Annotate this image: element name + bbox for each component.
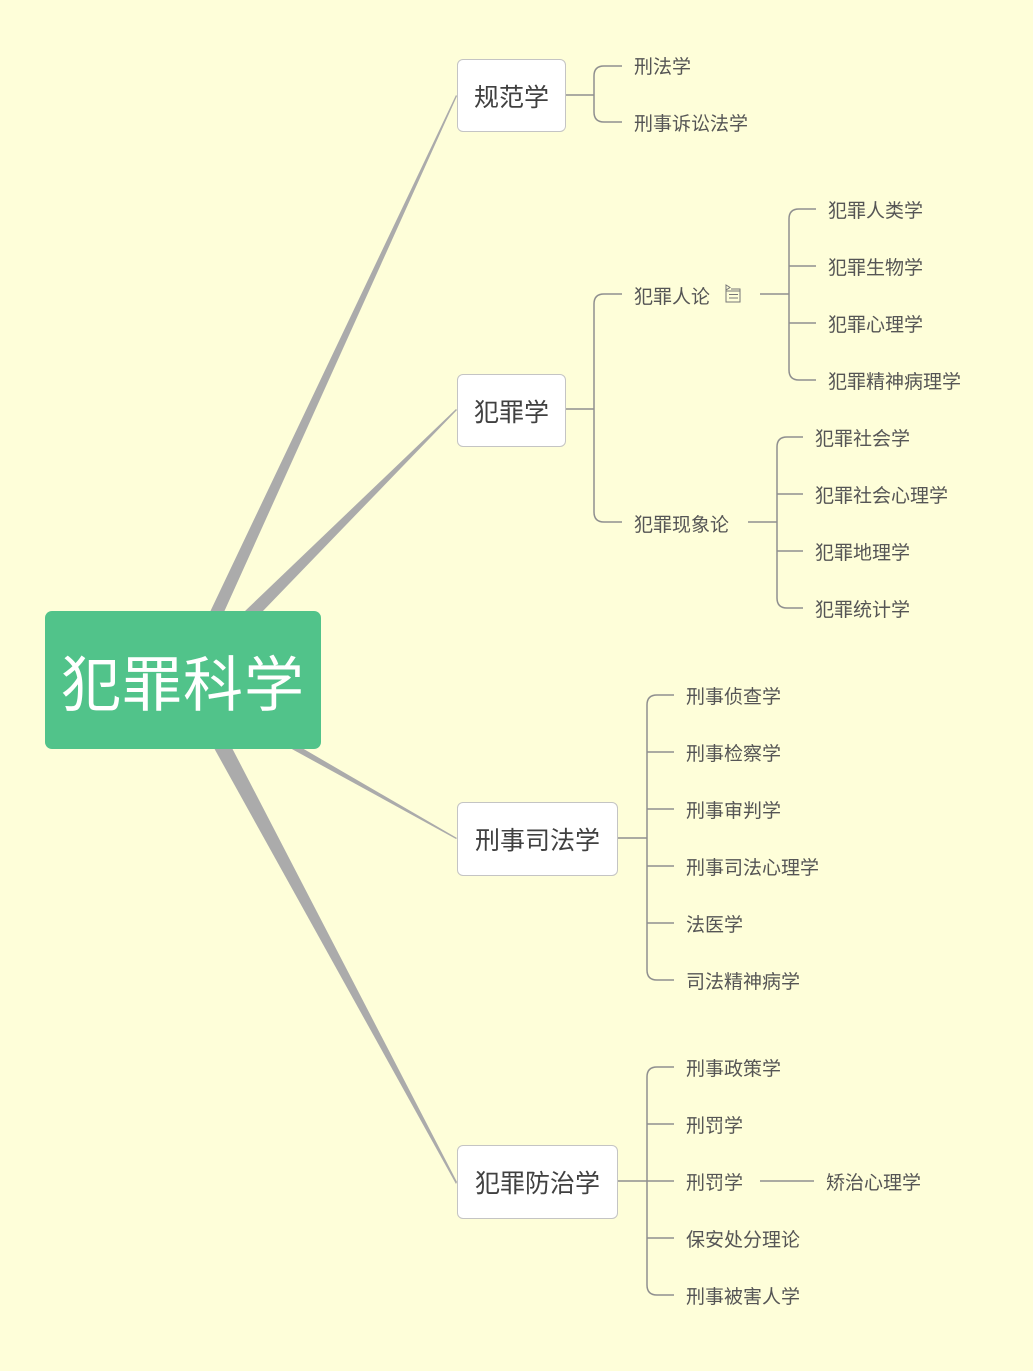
topic-node-criminal-theory[interactable]: 犯罪人论: [634, 286, 711, 308]
topic-node[interactable]: 矫治心理学: [826, 1172, 922, 1194]
branch-node-normative[interactable]: 规范学: [457, 59, 566, 132]
topic-node[interactable]: 犯罪人类学: [828, 200, 924, 222]
topic-node[interactable]: 犯罪精神病理学: [828, 371, 962, 393]
topic-node[interactable]: 法医学: [686, 914, 744, 936]
topic-node[interactable]: 犯罪地理学: [815, 542, 911, 564]
branch-node-crime-prevention[interactable]: 犯罪防治学: [457, 1145, 618, 1219]
topic-node[interactable]: 犯罪心理学: [828, 314, 924, 336]
topic-node[interactable]: 刑事被害人学: [686, 1286, 801, 1308]
root-node[interactable]: 犯罪科学: [45, 611, 321, 749]
topic-node[interactable]: 犯罪社会学: [815, 428, 911, 450]
topic-node[interactable]: 刑事政策学: [686, 1058, 782, 1080]
topic-node[interactable]: 刑事诉讼法学: [634, 113, 749, 135]
topic-node[interactable]: 犯罪统计学: [815, 599, 911, 621]
topic-node[interactable]: 刑法学: [634, 56, 692, 78]
topic-node[interactable]: 刑罚学: [686, 1172, 744, 1194]
topic-node[interactable]: 保安处分理论: [686, 1229, 801, 1251]
topic-node[interactable]: 刑罚学: [686, 1115, 744, 1137]
topic-node[interactable]: 犯罪生物学: [828, 257, 924, 279]
branch-node-criminal-justice[interactable]: 刑事司法学: [457, 802, 618, 876]
topic-node[interactable]: 犯罪社会心理学: [815, 485, 949, 507]
note-icon[interactable]: [723, 284, 743, 304]
topic-node[interactable]: 刑事司法心理学: [686, 857, 820, 879]
topic-node[interactable]: 刑事检察学: [686, 743, 782, 765]
topic-node-crime-phenomenon[interactable]: 犯罪现象论: [634, 514, 730, 536]
branch-node-criminology[interactable]: 犯罪学: [457, 374, 566, 447]
topic-node[interactable]: 刑事审判学: [686, 800, 782, 822]
topic-node[interactable]: 司法精神病学: [686, 971, 801, 993]
topic-node[interactable]: 刑事侦查学: [686, 686, 782, 708]
